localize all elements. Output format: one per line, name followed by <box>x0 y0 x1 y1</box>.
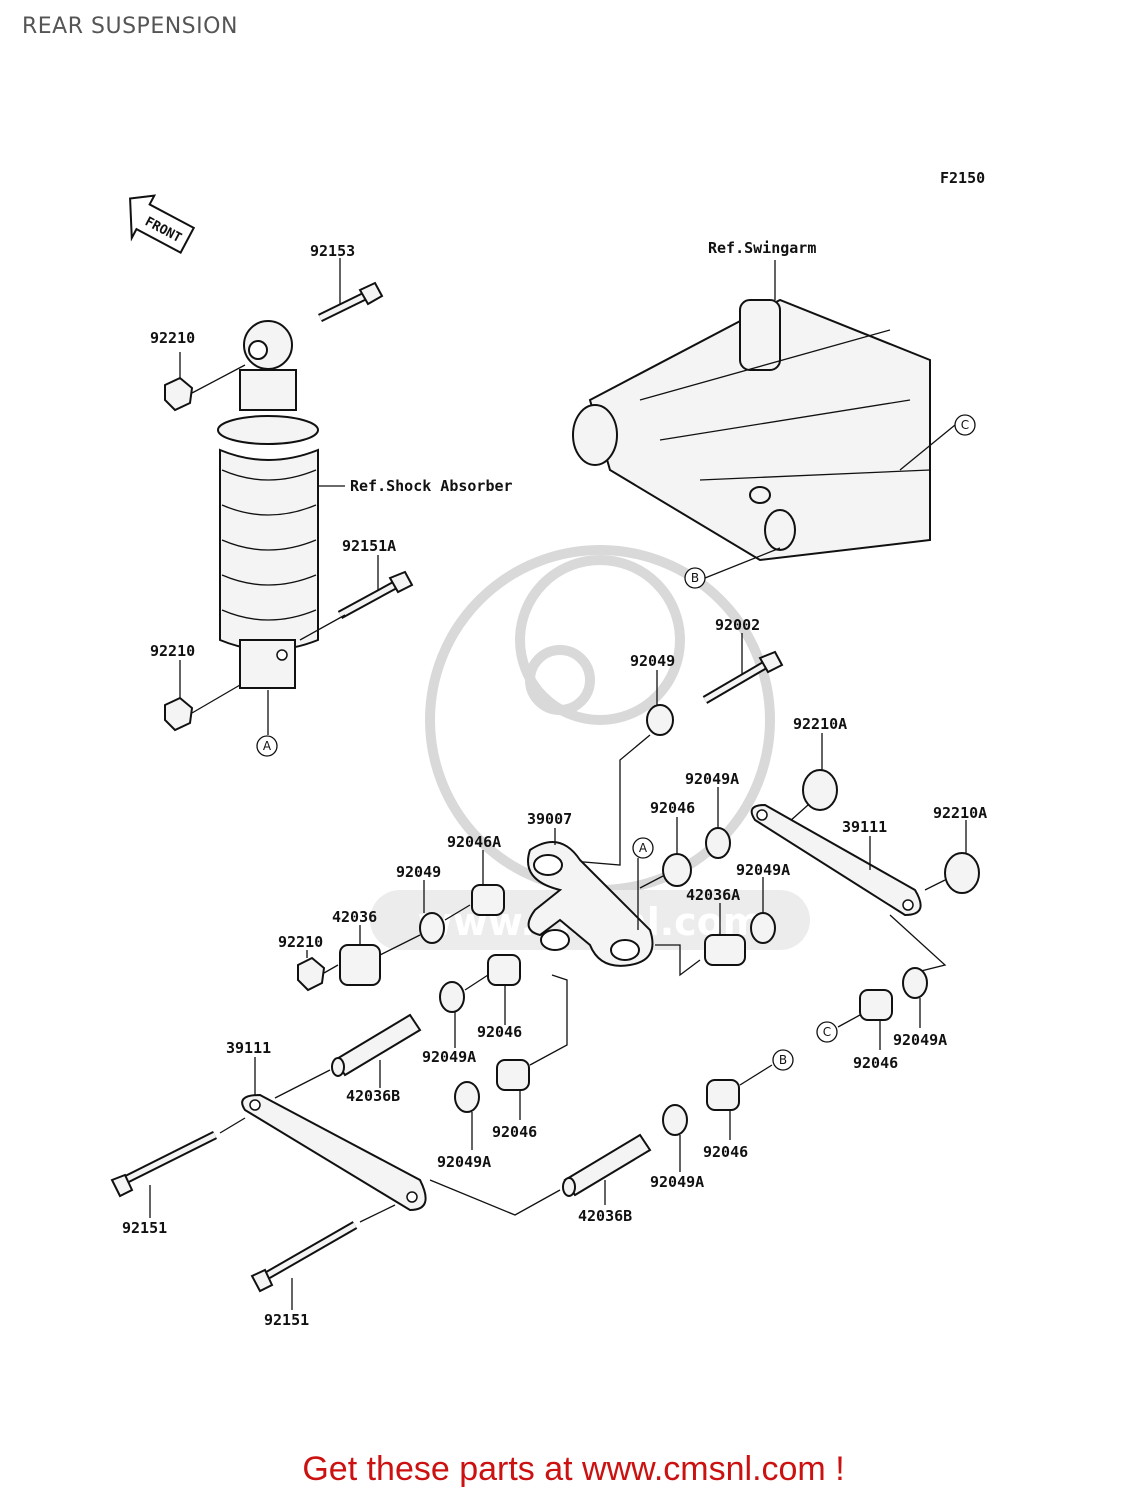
link-39111-right <box>750 803 922 917</box>
label-39111-right: 39111 <box>842 818 887 836</box>
label-92046-2: 92046 <box>477 1023 522 1041</box>
nut-92210-mid <box>164 696 194 732</box>
callout-a-rocker: A <box>639 841 648 855</box>
label-92210A-right: 92210A <box>933 804 987 822</box>
bolt-92151A <box>337 570 414 619</box>
sleeve-42036B-2 <box>562 1133 652 1197</box>
washer-92049-top <box>646 704 674 736</box>
shock-ref-label: Ref.Shock Absorber <box>350 477 513 495</box>
shock-absorber <box>217 320 319 689</box>
figure-code: F2150 <box>940 169 985 187</box>
label-92151-2: 92151 <box>264 1311 309 1329</box>
label-42036A: 42036A <box>686 886 740 904</box>
nut-92210-top <box>164 376 194 412</box>
bolt-92002 <box>702 650 784 704</box>
label-92151A: 92151A <box>342 537 396 555</box>
label-92049A-6: 92049A <box>893 1031 947 1049</box>
sleeve-42036 <box>339 944 381 986</box>
label-92049A-1: 92049A <box>685 770 739 788</box>
callout-b-lower: B <box>779 1053 787 1067</box>
label-42036B-1: 42036B <box>346 1087 400 1105</box>
sleeve-42036A <box>704 934 746 966</box>
rocker-arm-39007 <box>527 841 654 967</box>
washer-92049A-1 <box>705 827 731 859</box>
label-92151-1: 92151 <box>122 1219 167 1237</box>
label-92153: 92153 <box>310 242 355 260</box>
front-arrow-icon: FRONT <box>129 194 196 254</box>
label-92049A-3: 92049A <box>422 1048 476 1066</box>
bolt-92151-2 <box>250 1221 358 1293</box>
washer-92049-mid <box>419 912 445 944</box>
label-92046-3: 92046 <box>492 1123 537 1141</box>
exploded-parts-diagram: www.cmsnl.com FRONT F2150 Ref.Swingarm C… <box>110 169 987 1329</box>
label-92210-top: 92210 <box>150 329 195 347</box>
callout-c-lower: C <box>823 1025 831 1039</box>
label-92049A-4: 92049A <box>437 1153 491 1171</box>
callout-a-shock: A <box>263 739 272 753</box>
washer-92049A-2 <box>750 912 776 944</box>
label-92049-mid: 92049 <box>396 863 441 881</box>
label-92046-5: 92046 <box>853 1054 898 1072</box>
bearing-92046-4 <box>706 1079 740 1111</box>
collar-92210A-right <box>944 852 980 894</box>
label-92210-low: 92210 <box>278 933 323 951</box>
label-92046-4: 92046 <box>703 1143 748 1161</box>
washer-92049A-4 <box>454 1081 480 1113</box>
bearing-92046-1 <box>662 853 692 887</box>
bolt-92153 <box>318 281 384 323</box>
label-39111-left: 39111 <box>226 1039 271 1057</box>
callout-c-swingarm: C <box>961 418 969 432</box>
swingarm <box>572 298 931 562</box>
label-42036: 42036 <box>332 908 377 926</box>
washer-92049A-5 <box>662 1104 688 1136</box>
link-39111-left <box>241 1093 427 1212</box>
swingarm-ref-label: Ref.Swingarm <box>708 239 816 257</box>
bearing-92046-5 <box>859 989 893 1021</box>
label-92049A-5: 92049A <box>650 1173 704 1191</box>
nut-92210-low <box>297 956 326 992</box>
label-92210A-top: 92210A <box>793 715 847 733</box>
label-92046A: 92046A <box>447 833 501 851</box>
page-title: REAR SUSPENSION <box>22 14 238 39</box>
bearing-92046-2 <box>487 954 521 986</box>
callout-b-swingarm: B <box>691 571 699 585</box>
bearing-92046A <box>471 884 505 916</box>
label-39007: 39007 <box>527 810 572 828</box>
bearing-92046-3 <box>496 1059 530 1091</box>
promo-link[interactable]: Get these parts at www.cmsnl.com ! <box>302 1450 845 1488</box>
label-92210-mid: 92210 <box>150 642 195 660</box>
label-92049A-2: 92049A <box>736 861 790 879</box>
label-92002: 92002 <box>715 616 760 634</box>
collar-92210A-top <box>802 769 838 811</box>
bolt-92151-1 <box>110 1130 218 1198</box>
washer-92049A-3 <box>439 981 465 1013</box>
sleeve-42036B-1 <box>331 1013 422 1077</box>
label-92049-top: 92049 <box>630 652 675 670</box>
label-92046-1: 92046 <box>650 799 695 817</box>
washer-92049A-6 <box>902 967 928 999</box>
label-42036B-2: 42036B <box>578 1207 632 1225</box>
